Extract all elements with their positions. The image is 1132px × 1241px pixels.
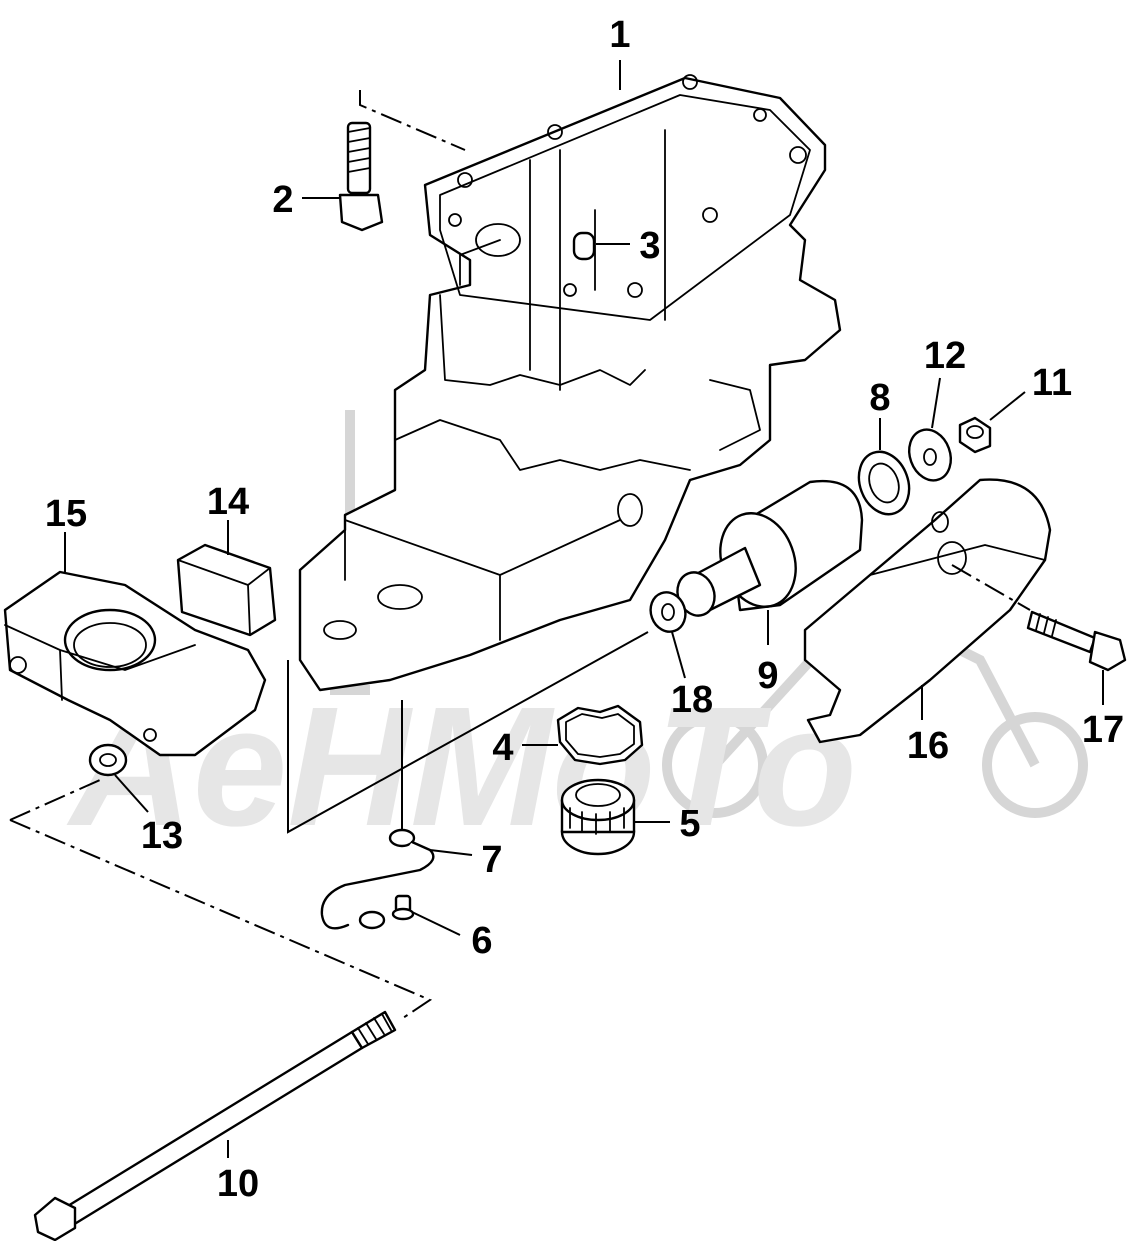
callout-4: 4 xyxy=(492,727,513,769)
dowel-pin-part-3[interactable] xyxy=(572,231,596,261)
callout-labels: 1 2 3 4 5 6 7 8 9 10 11 12 13 14 15 16 1… xyxy=(45,14,1124,1205)
washer-part-12[interactable] xyxy=(902,424,957,487)
callout-14: 14 xyxy=(207,481,249,523)
leader-lines xyxy=(64,60,1104,1158)
washer-part-8[interactable] xyxy=(851,445,918,522)
gasket-part-4[interactable] xyxy=(556,704,644,766)
callout-3: 3 xyxy=(639,225,660,267)
washer-part-13[interactable] xyxy=(88,743,128,777)
washer-part-18[interactable] xyxy=(645,587,691,636)
stud-bolt-part-10[interactable] xyxy=(33,1010,397,1241)
callout-12: 12 xyxy=(924,335,966,377)
bolt-part-2[interactable] xyxy=(338,121,384,232)
damper-part-14[interactable] xyxy=(176,543,277,637)
callout-15: 15 xyxy=(45,493,87,535)
screw-part-6[interactable] xyxy=(391,894,415,921)
callout-18: 18 xyxy=(671,679,713,721)
callout-17: 17 xyxy=(1082,709,1124,751)
callout-9: 9 xyxy=(757,655,778,697)
bolt-part-17[interactable] xyxy=(1026,610,1127,672)
callout-6: 6 xyxy=(471,920,492,962)
callout-13: 13 xyxy=(141,815,183,857)
callout-11: 11 xyxy=(1032,362,1072,404)
callout-7: 7 xyxy=(481,839,502,881)
nut-part-11[interactable] xyxy=(958,416,992,454)
mount-rubber-part-9[interactable] xyxy=(672,479,864,621)
callout-1: 1 xyxy=(609,14,630,56)
clamp-bracket-part-15[interactable] xyxy=(3,570,267,757)
ground-wire-part-7[interactable] xyxy=(320,828,435,930)
callout-2: 2 xyxy=(272,179,293,221)
bushing-part-5[interactable] xyxy=(560,778,636,856)
assembly-lines xyxy=(9,90,1031,1021)
callout-10: 10 xyxy=(217,1163,259,1205)
callout-16: 16 xyxy=(907,725,949,767)
callout-5: 5 xyxy=(679,803,700,845)
callout-8: 8 xyxy=(869,377,890,419)
mount-cover-part-16[interactable] xyxy=(803,478,1052,744)
